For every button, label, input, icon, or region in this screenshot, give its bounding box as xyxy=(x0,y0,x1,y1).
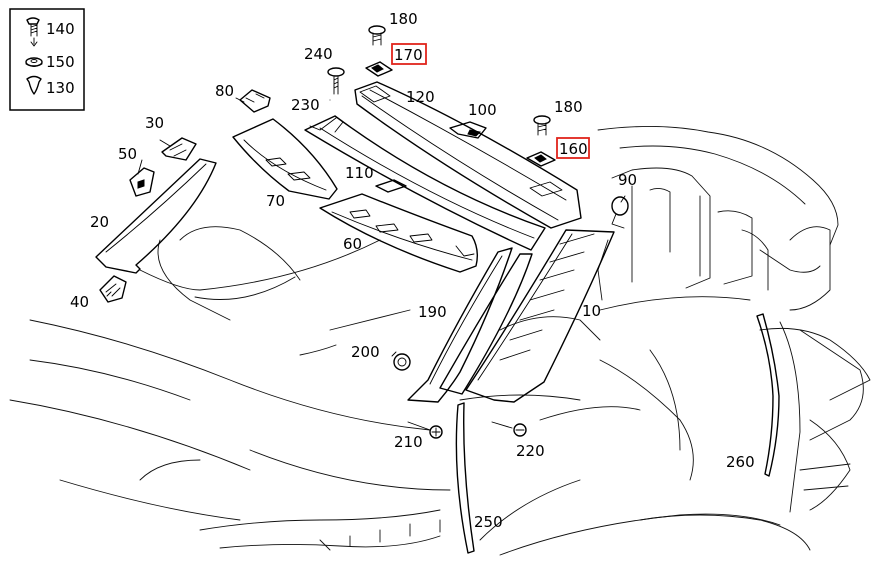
callout-230: 230 xyxy=(291,96,320,114)
part-60-lower-trim xyxy=(319,193,479,273)
part-30-clip xyxy=(161,137,197,161)
part-90-fastener xyxy=(611,196,629,229)
part-110-pad xyxy=(375,179,407,193)
part-210-screw xyxy=(407,421,443,439)
callout-80: 80 xyxy=(215,82,234,100)
screw-icon xyxy=(26,17,40,47)
callout-50: 50 xyxy=(118,145,137,163)
callout-200: 200 xyxy=(351,343,380,361)
highlight-box-170 xyxy=(391,43,427,65)
part-240-screw xyxy=(327,67,345,95)
car-body-outline xyxy=(9,125,871,556)
part-170-nut xyxy=(365,61,393,77)
callout-240: 240 xyxy=(304,45,333,63)
callout-labels: 180 170 240 80 230 120 100 180 160 30 50… xyxy=(70,10,755,531)
callout-190: 190 xyxy=(418,303,447,321)
callout-70: 70 xyxy=(266,192,285,210)
callout-110: 110 xyxy=(345,164,374,182)
callout-160: 160 xyxy=(559,140,588,158)
clip-icon xyxy=(26,75,42,95)
part-160-nut xyxy=(526,151,556,167)
callout-180-top: 180 xyxy=(389,10,418,28)
callout-260: 260 xyxy=(726,453,755,471)
callout-30: 30 xyxy=(145,114,164,132)
part-190-pillar-strip xyxy=(407,247,533,403)
callout-60: 60 xyxy=(343,235,362,253)
highlight-box-160 xyxy=(556,137,590,159)
callout-100: 100 xyxy=(468,101,497,119)
legend-label-140: 140 xyxy=(46,20,75,38)
part-50-clip xyxy=(129,167,155,197)
legend-label-130: 130 xyxy=(46,79,75,97)
callout-220: 220 xyxy=(516,442,545,460)
part-250-door-seal xyxy=(455,402,475,554)
part-100-bracket xyxy=(449,121,487,139)
legend: 140 150 130 xyxy=(9,8,85,111)
part-70-side-panel xyxy=(232,118,338,200)
part-40-clip xyxy=(99,275,127,303)
legend-box xyxy=(9,8,85,111)
part-200-plug xyxy=(391,351,411,371)
callout-120: 120 xyxy=(406,88,435,106)
leader-lines xyxy=(106,97,626,297)
part-10-pillar-cover xyxy=(465,229,615,403)
part-230-seal-strip xyxy=(304,115,546,251)
callout-210: 210 xyxy=(394,433,423,451)
part-180-screw-top xyxy=(368,25,386,46)
part-120-windshield-frame xyxy=(354,81,582,229)
callout-170: 170 xyxy=(394,46,423,64)
part-20-a-pillar-trim xyxy=(95,158,217,274)
callout-250: 250 xyxy=(474,513,503,531)
callout-180-right: 180 xyxy=(554,98,583,116)
part-260-door-seal xyxy=(756,313,780,477)
part-220-screw xyxy=(491,421,527,437)
part-180-screw-right xyxy=(533,115,551,136)
callout-10: 10 xyxy=(582,302,601,320)
callout-20: 20 xyxy=(90,213,109,231)
part-80-clip xyxy=(239,89,271,113)
callout-40: 40 xyxy=(70,293,89,311)
washer-icon xyxy=(25,57,43,67)
callout-90: 90 xyxy=(618,171,637,189)
legend-label-150: 150 xyxy=(46,53,75,71)
